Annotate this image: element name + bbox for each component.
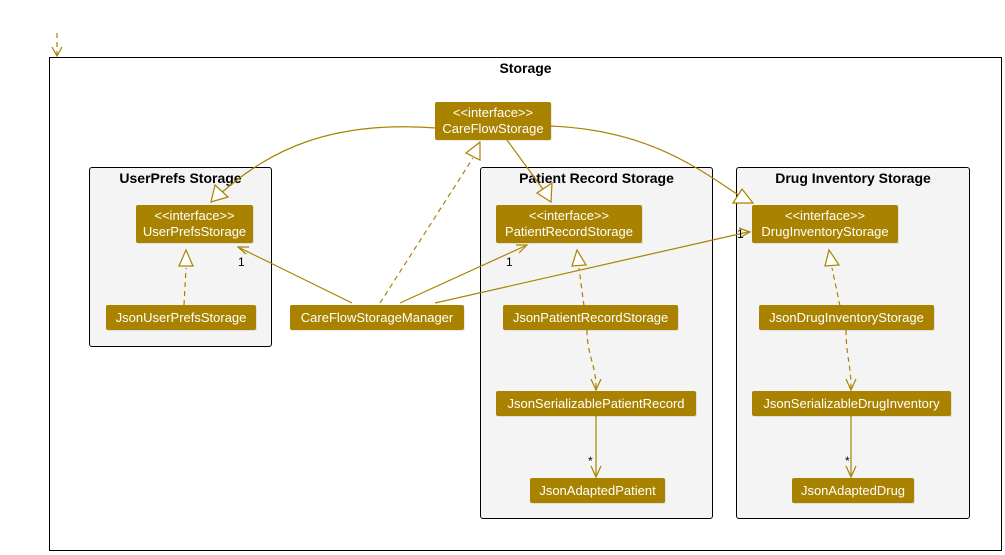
class-json-userprefs-storage: JsonUserPrefsStorage (106, 305, 256, 330)
multiplicity-patient: 1 (506, 255, 513, 269)
careflow-to-userprefs-generalization (219, 126, 438, 195)
careflow-to-patient-generalization (506, 139, 546, 193)
multiplicity-drug: 1 (737, 227, 744, 241)
multiplicity-drug-list: * (845, 454, 850, 468)
json-drug-depends-serializable (845, 329, 852, 389)
class-json-adapted-drug-name: JsonAdaptedDrug (800, 482, 906, 498)
class-careflow-storage: <<interface>> CareFlowStorage (435, 102, 551, 140)
multiplicity-patient-list: * (588, 454, 593, 468)
class-careflow-storage-name: CareFlowStorage (442, 121, 544, 136)
class-json-adapted-patient-name: JsonAdaptedPatient (539, 482, 656, 498)
class-json-adapted-drug: JsonAdaptedDrug (792, 478, 914, 503)
serializable-drug-to-adapted-arrowhead (845, 465, 857, 479)
class-json-userprefs-storage-name: JsonUserPrefsStorage (115, 309, 247, 325)
package-patient-record-storage-title: Patient Record Storage (519, 170, 674, 186)
manager-to-userprefs-arrowhead (236, 246, 249, 255)
json-userprefs-realizes-triangle (178, 248, 194, 267)
class-careflow-storage-manager-name: CareFlowStorageManager (300, 309, 454, 325)
json-drug-realizes-triangle (824, 248, 841, 267)
class-json-serializable-drug-inventory-name: JsonSerializableDrugInventory (763, 395, 940, 411)
careflow-to-drug-generalization (549, 125, 741, 197)
package-drug-inventory-storage-title: Drug Inventory Storage (775, 170, 931, 186)
json-patient-realizes (578, 267, 585, 307)
class-json-patient-record-storage-name: JsonPatientRecordStorage (512, 309, 669, 325)
class-json-patient-record-storage: JsonPatientRecordStorage (503, 305, 678, 330)
class-json-adapted-patient: JsonAdaptedPatient (530, 478, 665, 503)
manager-to-patient-association (399, 245, 526, 304)
class-patient-record-storage-stereotype: <<interface>> (528, 208, 610, 223)
class-json-drug-inventory-storage: JsonDrugInventoryStorage (759, 305, 934, 330)
class-json-serializable-patient-record-name: JsonSerializablePatientRecord (507, 395, 685, 411)
class-drug-inventory-storage: <<interface>> DrugInventoryStorage (752, 205, 898, 243)
careflow-to-patient-triangle (535, 181, 553, 204)
class-drug-inventory-storage-name: DrugInventoryStorage (761, 224, 889, 239)
entry-dependency-arrowhead (51, 46, 63, 58)
class-careflow-storage-manager: CareFlowStorageManager (290, 305, 464, 330)
manager-to-userprefs-association (239, 247, 353, 304)
json-patient-depends-serializable (586, 329, 597, 389)
manager-to-patient-arrowhead (516, 244, 529, 254)
class-patient-record-storage-name: PatientRecordStorage (505, 224, 633, 239)
json-drug-depends-arrowhead (845, 378, 857, 392)
manager-to-drug-association (434, 231, 749, 304)
class-json-serializable-patient-record: JsonSerializablePatientRecord (496, 391, 696, 416)
manager-realizes-careflow-triangle (464, 140, 481, 161)
manager-to-drug-arrowhead (738, 227, 752, 238)
class-json-serializable-drug-inventory: JsonSerializableDrugInventory (752, 391, 951, 416)
class-drug-inventory-storage-stereotype: <<interface>> (784, 208, 866, 223)
serializable-patient-to-adapted-arrowhead (590, 465, 602, 479)
json-patient-depends-arrowhead (590, 378, 602, 392)
package-userprefs-storage-title: UserPrefs Storage (119, 170, 242, 186)
json-drug-realizes (831, 267, 841, 307)
manager-realizes-careflow (379, 157, 474, 304)
json-userprefs-realizes (183, 267, 187, 306)
json-patient-realizes-triangle (571, 248, 588, 267)
package-storage-title: Storage (499, 60, 552, 76)
careflow-to-userprefs-triangle (210, 183, 230, 203)
class-userprefs-storage: <<interface>> UserPrefsStorage (136, 205, 253, 243)
multiplicity-userprefs: 1 (238, 255, 245, 269)
careflow-to-drug-triangle (731, 187, 755, 204)
class-userprefs-storage-stereotype: <<interface>> (154, 208, 235, 223)
class-userprefs-storage-name: UserPrefsStorage (142, 224, 247, 239)
class-json-drug-inventory-storage-name: JsonDrugInventoryStorage (769, 309, 924, 325)
class-careflow-storage-stereotype: <<interface>> (452, 105, 534, 120)
class-patient-record-storage: <<interface>> PatientRecordStorage (496, 205, 642, 243)
